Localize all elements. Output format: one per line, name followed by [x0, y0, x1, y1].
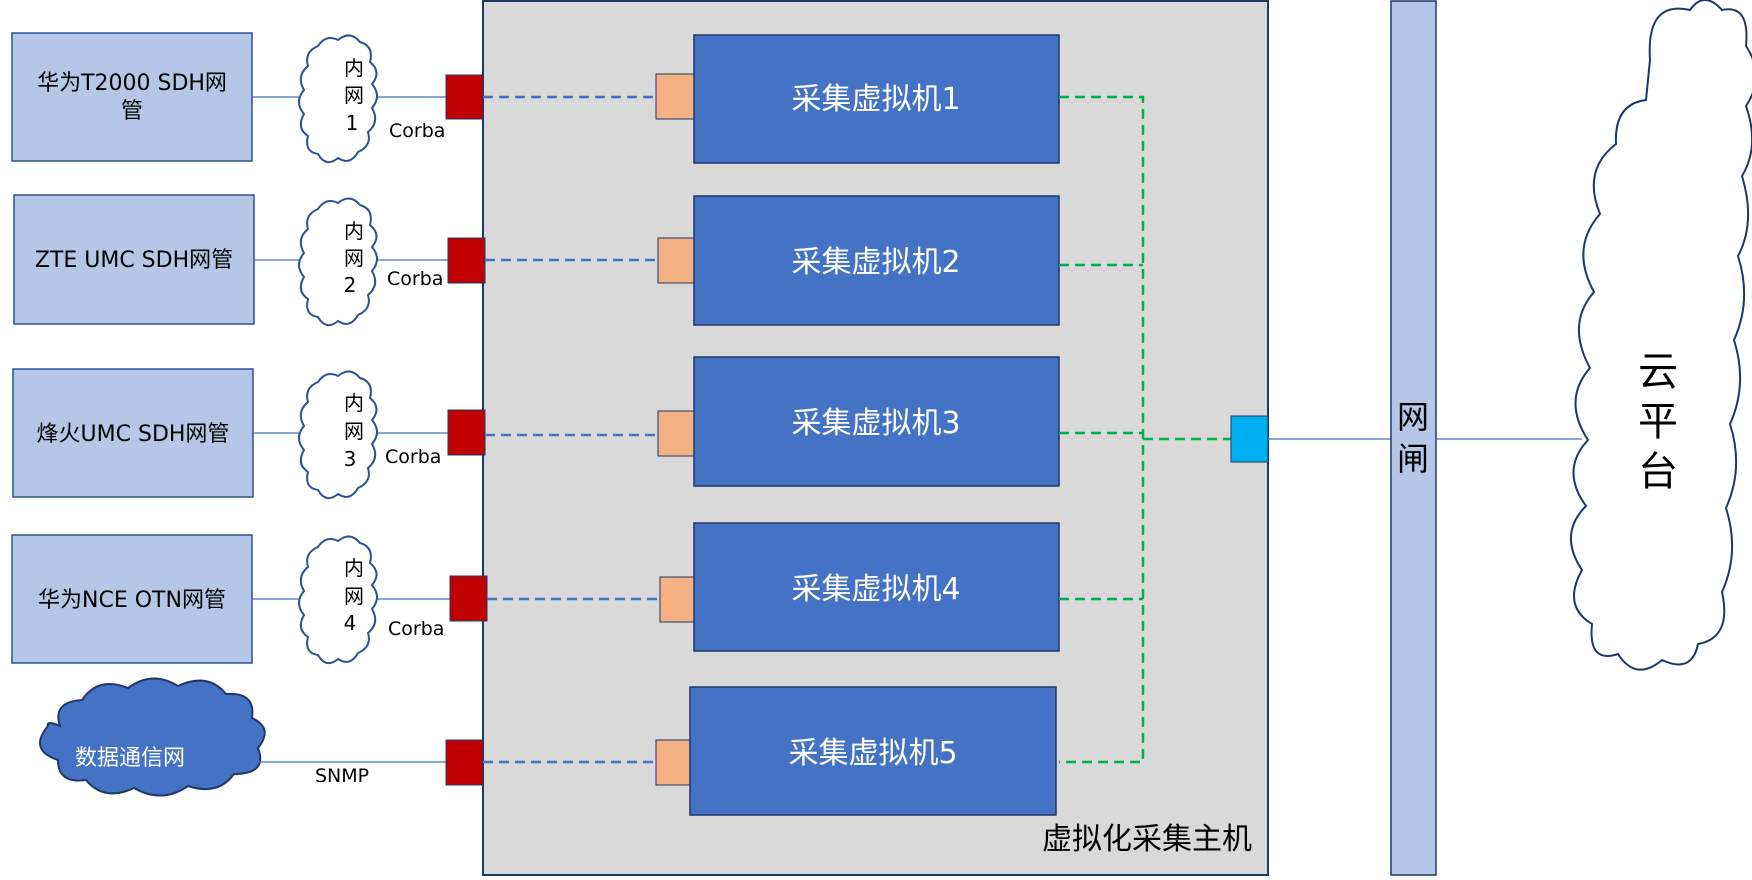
red-port-2 — [447, 237, 486, 284]
inner-net-2-char2: 网 — [344, 246, 364, 270]
cloud-char2: 平 — [1638, 399, 1678, 445]
nms-label-1-line2: 管 — [121, 99, 143, 124]
inner-net-cloud-2 — [298, 197, 378, 327]
nms-label-2: ZTE UMC SDH网管 — [35, 248, 233, 273]
inner-net-4-char1: 内 — [344, 556, 364, 580]
vm-port-5 — [655, 739, 695, 786]
red-port-5 — [445, 739, 484, 786]
vm-port-3 — [657, 410, 697, 457]
protocol-label-4: Corba — [388, 618, 444, 640]
cloud-platform-cloud — [1569, 0, 1752, 671]
inner-net-4-char3: 4 — [344, 611, 357, 635]
vm-port-2 — [657, 237, 697, 284]
vm-box-1 — [693, 34, 1060, 164]
protocol-label-5: SNMP — [315, 765, 369, 787]
gateway-char2: 闸 — [1397, 440, 1429, 478]
inner-net-cloud-4 — [298, 535, 378, 665]
inner-net-cloud-3 — [298, 370, 378, 500]
inner-net-cloud-1 — [298, 34, 378, 164]
nms-label-3: 烽火UMC SDH网管 — [37, 422, 230, 447]
nms-box-4 — [11, 534, 253, 664]
cloud-char1: 云 — [1638, 349, 1678, 395]
inner-net-2-char3: 2 — [344, 273, 357, 297]
red-port-1 — [445, 74, 484, 120]
red-port-4 — [449, 575, 488, 622]
gateway-char1: 网 — [1397, 398, 1429, 436]
vm-label-4: 采集虚拟机4 — [791, 572, 960, 607]
host-label: 虚拟化采集主机 — [1042, 822, 1252, 857]
protocol-label-3: Corba — [385, 446, 441, 468]
inner-net-2-char1: 内 — [344, 219, 364, 243]
nms-label-4: 华为NCE OTN网管 — [38, 588, 226, 613]
protocol-label-2: Corba — [387, 268, 443, 290]
green-bus — [1059, 95, 1231, 764]
vm-label-3: 采集虚拟机3 — [791, 406, 960, 441]
inner-net-1-char1: 内 — [344, 56, 364, 80]
vm-box-2 — [693, 195, 1060, 326]
inner-net-4-char2: 网 — [344, 584, 364, 608]
vm-box-4 — [693, 522, 1060, 652]
nms-label-1-line1: 华为T2000 SDH网 — [37, 71, 227, 96]
dcn-label: 数据通信网 — [75, 746, 185, 771]
red-port-3 — [447, 409, 486, 456]
vm-port-1 — [655, 73, 695, 120]
gateway-bar — [1390, 0, 1437, 876]
inner-net-1-char3: 1 — [346, 111, 359, 135]
vm-box-5 — [689, 686, 1057, 816]
cloud-char3: 台 — [1638, 449, 1678, 495]
inner-net-3-char1: 内 — [344, 391, 364, 415]
nms-box-1 — [11, 32, 253, 162]
inner-net-3-char2: 网 — [344, 419, 364, 443]
vm-label-2: 采集虚拟机2 — [791, 245, 960, 280]
dcn-cloud — [39, 677, 266, 797]
vm-box-3 — [693, 356, 1060, 487]
vm-port-4 — [659, 576, 699, 623]
protocol-label-1: Corba — [389, 120, 445, 142]
nms-box-3 — [12, 368, 254, 498]
vm-label-1: 采集虚拟机1 — [791, 82, 960, 117]
output-port — [1230, 415, 1269, 463]
inner-net-1-char2: 网 — [344, 83, 364, 107]
vm-label-5: 采集虚拟机5 — [788, 736, 957, 771]
inner-net-3-char3: 3 — [344, 447, 357, 471]
